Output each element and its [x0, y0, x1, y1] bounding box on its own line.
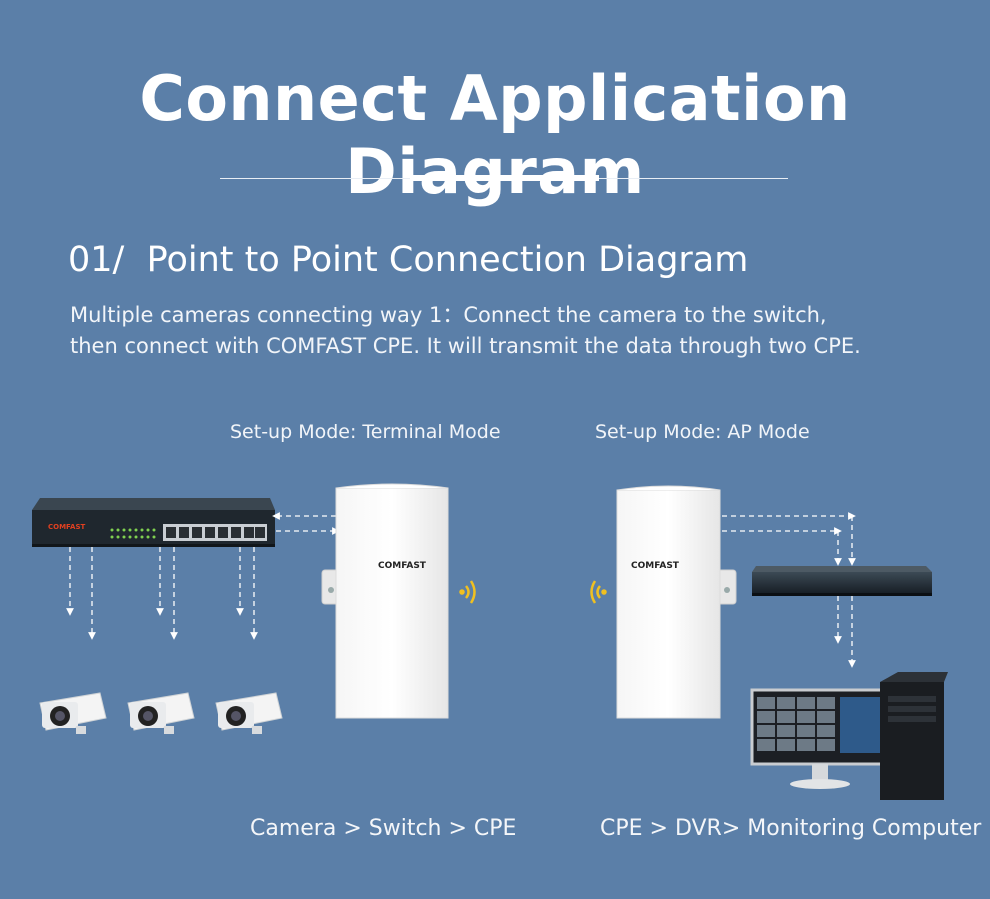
wifi-signal-icon — [459, 580, 476, 604]
cpe-ap-device-icon: COMFAST — [616, 485, 737, 719]
connection-diagram: COMFAST — [32, 483, 948, 800]
section-heading: 01/ Point to Point Connection Diagram — [68, 240, 748, 280]
description-line-1: Multiple cameras connecting way 1：Connec… — [70, 303, 827, 327]
section-description: Multiple cameras connecting way 1：Connec… — [70, 300, 861, 362]
switch-brand-label: COMFAST — [48, 523, 85, 531]
right-flow-caption: CPE > DVR> Monitoring Computer — [600, 816, 982, 841]
camera-icon — [39, 692, 107, 734]
monitoring-computer-icon — [750, 672, 948, 800]
cpe-right-brand: COMFAST — [631, 561, 680, 571]
terminal-mode-label: Set-up Mode: Terminal Mode — [230, 421, 501, 443]
title-divider-accent — [410, 175, 599, 181]
description-line-2: then connect with COMFAST CPE. It will t… — [70, 334, 861, 358]
cpe-terminal-device-icon: COMFAST — [321, 483, 449, 719]
left-flow-caption: Camera > Switch > CPE — [250, 816, 517, 841]
section-heading-text: Point to Point Connection Diagram — [146, 240, 749, 280]
page-title: Connect Application Diagram — [139, 62, 851, 208]
camera-icon — [127, 692, 195, 734]
dvr-recorder-icon — [752, 566, 932, 596]
cpe-left-brand: COMFAST — [378, 561, 427, 571]
camera-icon — [215, 692, 283, 734]
section-number: 01/ — [68, 240, 125, 280]
ap-mode-label: Set-up Mode: AP Mode — [595, 421, 810, 443]
wifi-signal-icon — [590, 580, 607, 604]
network-switch-icon: COMFAST — [32, 498, 275, 547]
